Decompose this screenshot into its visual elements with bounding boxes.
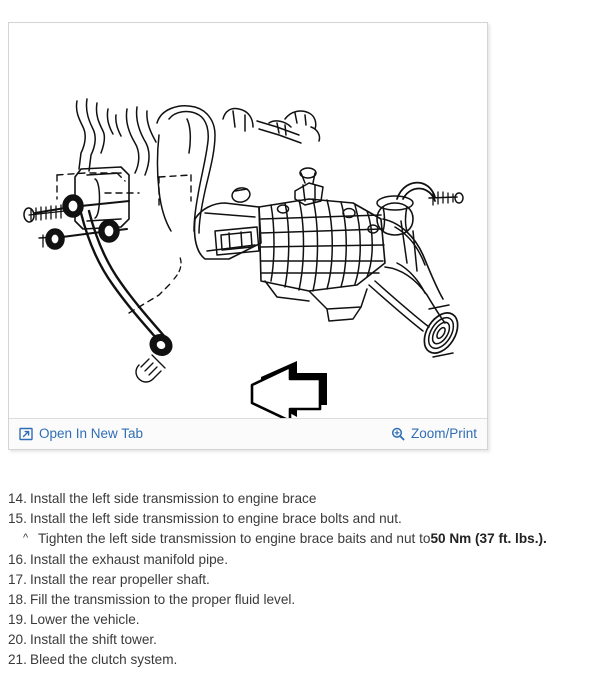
step-text: Install the left side transmission to en… [30,511,402,526]
step-number: 18. [8,592,27,607]
zoom-print-button[interactable]: Zoom/Print [391,427,477,441]
list-item: 15. Install the left side transmission t… [8,509,598,529]
list-item: 14. Install the left side transmission t… [8,489,598,509]
step-text: Install the rear propeller shaft. [30,572,210,587]
list-item-sub: ^ Tighten the left side transmission to … [8,529,598,550]
callout-arrow [250,361,327,419]
open-in-new-tab-label: Open In New Tab [39,426,144,442]
step-text: Install the left side transmission to en… [30,491,317,506]
step-number: 20. [8,632,27,647]
list-item: 20. Install the shift tower. [8,630,598,650]
list-item: 21. Bleed the clutch system. [8,650,598,670]
open-in-new-tab-icon [19,427,33,441]
step-number: 21. [8,652,27,667]
step-number: 16. [8,552,27,567]
list-item: 19. Lower the vehicle. [8,610,598,630]
step-text: Lower the vehicle. [30,612,140,627]
step-text: Tighten the left side transmission to en… [38,531,431,546]
step-number: 17. [8,572,27,587]
open-in-new-tab-button[interactable]: Open In New Tab [19,427,143,441]
step-number: 19. [8,612,27,627]
torque-spec: 50 Nm (37 ft. lbs.). [430,531,547,546]
step-text: Fill the transmission to the proper flui… [30,592,296,607]
instruction-list: 14. Install the left side transmission t… [8,489,598,670]
step-text: Install the exhaust manifold pipe. [30,552,228,567]
magnifier-plus-icon [391,427,405,441]
figure-panel: Open In New Tab Zoom/Print [8,22,488,450]
zoom-print-label: Zoom/Print [410,426,477,442]
caret-marker: ^ [23,532,29,544]
list-item: 16. Install the exhaust manifold pipe. [8,550,598,570]
step-number: 14. [8,491,27,506]
step-text: Install the shift tower. [30,632,157,647]
list-item: 18. Fill the transmission to the proper … [8,590,598,610]
list-item: 17. Install the rear propeller shaft. [8,570,598,590]
step-number: 15. [8,511,27,526]
figure-toolbar: Open In New Tab Zoom/Print [9,418,487,449]
transmission-line-drawing [23,98,464,419]
step-text: Bleed the clutch system. [30,652,178,667]
figure-image[interactable] [9,23,487,419]
